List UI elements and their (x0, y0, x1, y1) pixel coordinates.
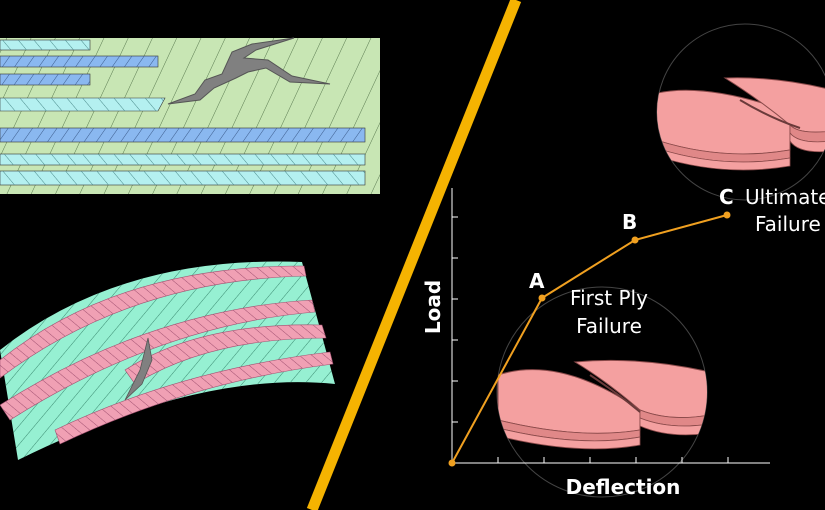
curved-crack (124, 337, 153, 401)
origin-marker (448, 459, 456, 467)
fracture-first-ply (496, 286, 708, 498)
y-axis-label: Load (421, 280, 445, 334)
note-c-line2: Failure (755, 212, 821, 236)
crack (167, 37, 331, 105)
point-c-marker (723, 211, 731, 219)
point-b-marker (631, 236, 639, 244)
load-curve (451, 214, 728, 464)
point-c-label: C (719, 185, 734, 209)
point-a-marker (538, 294, 546, 302)
delaminated-laminate (0, 37, 380, 194)
load-deflection-graph: A B C First Ply Failure Ultimate Failure… (421, 185, 825, 499)
note-a-line2: Failure (576, 314, 642, 338)
point-b-label: B (622, 210, 637, 234)
fracture-ultimate (656, 23, 825, 201)
note-c-line1: Ultimate (745, 185, 825, 209)
curved-laminate (0, 261, 335, 460)
note-a-line1: First Ply (570, 286, 648, 310)
x-axis-label: Deflection (566, 475, 681, 499)
divider-line (306, 0, 522, 510)
point-a-label: A (529, 269, 545, 293)
axis-ticks (452, 216, 729, 463)
